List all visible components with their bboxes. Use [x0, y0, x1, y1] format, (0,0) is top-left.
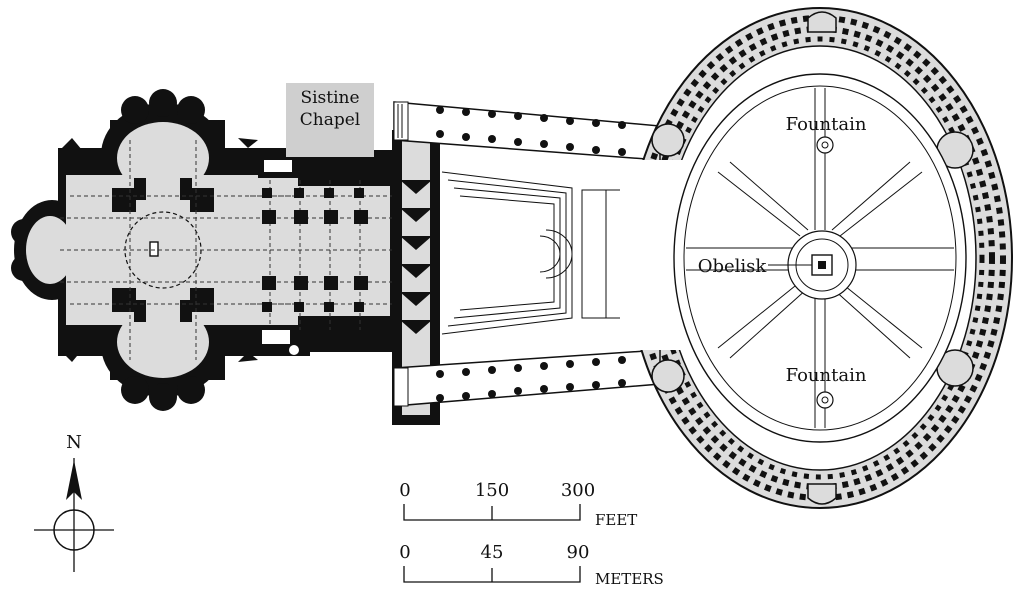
- fountain-north-label: Fountain: [786, 114, 867, 135]
- scale-meters-tick-1: 45: [481, 542, 504, 563]
- scale-bar-meters: 0 45 90 METERS: [399, 542, 664, 588]
- scale-meters-unit: METERS: [595, 570, 664, 588]
- colonnade-arms: [393, 101, 661, 407]
- obelisk-marker: [818, 261, 826, 269]
- scale-feet-tick-1: 150: [475, 480, 509, 501]
- fountain-north-marker: [816, 136, 834, 154]
- scale-bar-feet: 0 150 300 FEET: [399, 480, 637, 529]
- fountain-south-marker: [816, 391, 834, 409]
- north-arrow: N: [34, 432, 114, 572]
- basilica-floor-plan: [11, 89, 440, 425]
- scale-meters-tick-0: 0: [399, 542, 410, 563]
- scale-meters-tick-2: 90: [567, 542, 590, 563]
- piazza-retta: [441, 171, 631, 335]
- scale-feet-unit: FEET: [595, 511, 637, 529]
- scale-feet-tick-0: 0: [399, 480, 410, 501]
- sistine-chapel-block: [286, 83, 374, 157]
- sistine-chapel-label-line2: Chapel: [300, 110, 360, 130]
- fountain-south-label: Fountain: [786, 365, 867, 386]
- obelisk-label: Obelisk: [698, 256, 768, 277]
- piazza-obliqua: [620, 7, 1013, 509]
- sistine-chapel-label-line1: Sistine: [300, 88, 359, 108]
- north-letter: N: [66, 432, 82, 453]
- scale-feet-tick-2: 300: [561, 480, 595, 501]
